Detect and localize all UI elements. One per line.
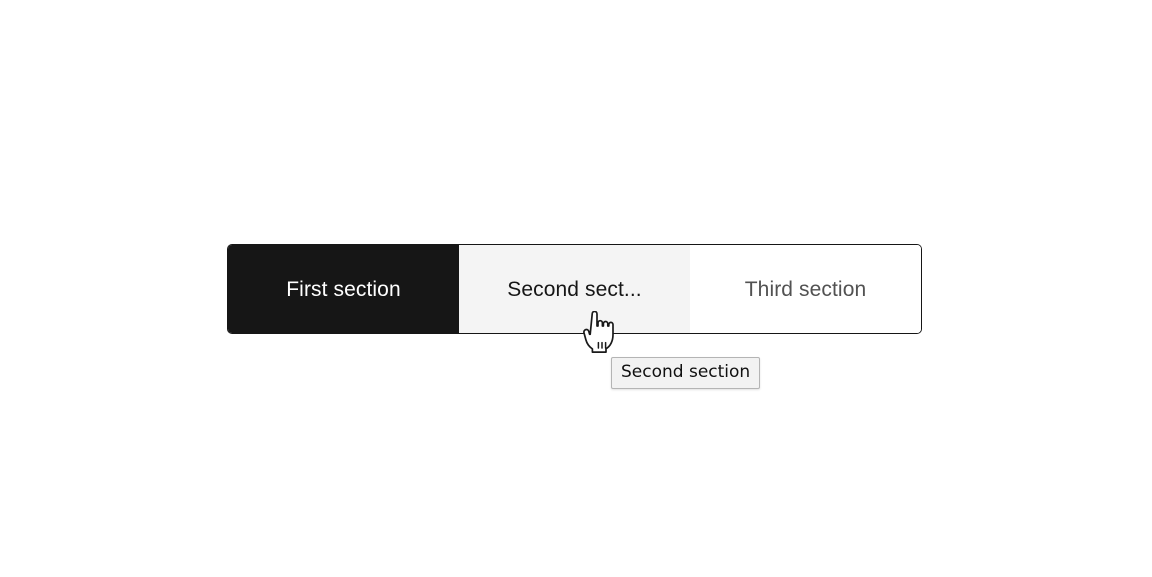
content-switcher-item-label: Third section bbox=[744, 278, 867, 300]
tooltip: Second section bbox=[611, 357, 761, 390]
content-switcher: First section Second sect... Third secti… bbox=[227, 244, 922, 334]
content-switcher-item-first-section[interactable]: First section bbox=[228, 245, 459, 333]
content-switcher-item-label: First section bbox=[286, 278, 401, 300]
content-switcher-item-third-section[interactable]: Third section bbox=[690, 245, 921, 333]
content-switcher-item-label: Second sect... bbox=[507, 278, 642, 300]
content-switcher-item-second-section[interactable]: Second sect... bbox=[459, 245, 690, 333]
